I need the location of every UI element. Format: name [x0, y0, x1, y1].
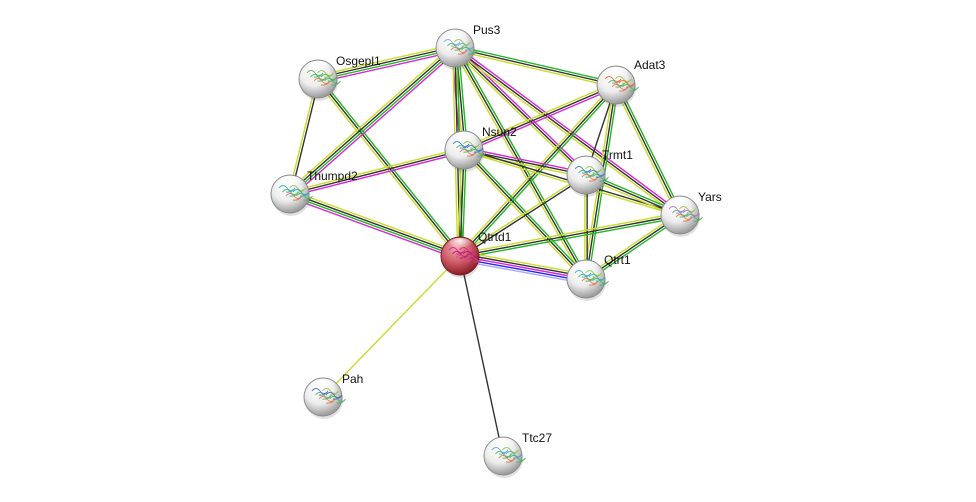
edge-thumpd2-qtrtd1[interactable]	[288, 190, 462, 260]
edge-pus3-thumpd2[interactable]	[287, 44, 458, 198]
edge-evidence-experiments	[464, 86, 618, 153]
edge-evidence-experiments	[288, 196, 460, 260]
node-gloss	[450, 131, 478, 148]
node-ttc27[interactable]: Ttc27	[483, 431, 552, 478]
edge-evidence-neighborhood	[460, 216, 681, 259]
node-pus3[interactable]: Pus3	[435, 23, 501, 70]
edge-evidence-neighborhood	[617, 83, 683, 215]
node-trmt1[interactable]: Trmt1	[566, 148, 633, 197]
node-label-yars: Yars	[698, 190, 722, 204]
edge-evidence-textmining	[457, 82, 615, 255]
node-pah[interactable]: Pah	[303, 372, 363, 419]
edge-qtrtd1-qtrt1[interactable]	[459, 250, 587, 285]
node-gloss	[276, 175, 304, 192]
edge-evidence-experiments	[290, 151, 465, 197]
node-label-adat3: Adat3	[634, 58, 666, 72]
edges-layer	[287, 43, 683, 457]
edge-evidence-textmining	[317, 43, 455, 77]
node-gloss	[489, 437, 517, 454]
edge-evidence-coexpression	[459, 214, 681, 257]
node-gloss	[446, 237, 474, 254]
node-label-qtrt1: Qtrt1	[604, 253, 631, 267]
node-label-osgepl1: Osgepl1	[336, 54, 381, 68]
node-gloss	[309, 378, 337, 395]
edge-evidence-coexpression	[454, 47, 617, 86]
node-label-thumpd2: Thumpd2	[307, 169, 358, 183]
node-label-qtrtd1: Qtrtd1	[478, 230, 512, 244]
edge-evidence-textmining	[289, 147, 464, 193]
edge-evidence-coexpression	[454, 47, 681, 216]
edge-adat3-nsun2[interactable]	[462, 82, 618, 153]
edge-evidence-textmining	[459, 212, 680, 255]
node-qtrtd1[interactable]: Qtrtd1	[440, 230, 512, 278]
node-label-pus3: Pus3	[473, 23, 501, 37]
edge-pus3-yars[interactable]	[453, 45, 682, 218]
edge-evidence-coexpression	[615, 84, 681, 216]
edge-evidence-coexpression	[460, 175, 588, 258]
node-yars[interactable]: Yars	[660, 190, 722, 237]
edge-evidence-neighborhood	[290, 48, 457, 196]
node-label-ttc27: Ttc27	[522, 431, 552, 445]
edge-evidence-coexpression	[463, 84, 617, 151]
edge-qtrtd1-pah[interactable]	[322, 255, 461, 398]
edge-evidence-textmining	[287, 44, 454, 192]
node-gloss	[304, 60, 332, 77]
edge-evidence-coexpression	[288, 46, 455, 194]
node-label-pah: Pah	[342, 372, 363, 386]
edge-evidence-textmining	[453, 49, 680, 218]
edge-evidence-textmining	[322, 255, 461, 398]
edge-evidence-experiments	[455, 45, 682, 214]
edge-evidence-experiments	[318, 50, 456, 84]
edge-osgepl1-thumpd2[interactable]	[288, 78, 320, 195]
node-gloss	[602, 66, 630, 83]
edge-evidence-coexpression	[459, 255, 504, 457]
edge-evidence-textmining	[462, 82, 616, 149]
edge-evidence-coexpression	[290, 192, 461, 256]
edge-evidence-textmining	[613, 85, 679, 217]
edge-evidence-coexpression	[317, 78, 461, 257]
edge-evidence-textmining	[463, 151, 586, 178]
edge-evidence-experiments	[291, 50, 458, 198]
edge-nsun2-thumpd2[interactable]	[289, 147, 465, 197]
edge-evidence-cooccurrence	[459, 257, 586, 282]
node-gloss	[666, 196, 694, 213]
edge-evidence-coexpression	[463, 149, 587, 280]
node-adat3[interactable]: Adat3	[596, 58, 666, 107]
edge-adat3-yars[interactable]	[613, 83, 683, 217]
edge-pus3-adat3[interactable]	[454, 45, 617, 88]
edge-qtrtd1-ttc27[interactable]	[459, 255, 504, 457]
edge-evidence-neighborhood	[455, 45, 617, 84]
node-thumpd2[interactable]: Thumpd2	[270, 169, 358, 216]
edge-evidence-textmining	[290, 190, 462, 254]
edge-evidence-neighborhood	[318, 48, 456, 81]
node-gloss	[572, 260, 600, 277]
edge-evidence-textmining	[454, 49, 616, 88]
edge-evidence-textmining	[288, 78, 318, 194]
edge-evidence-coexpression	[460, 253, 587, 278]
edge-evidence-coexpression	[290, 79, 320, 195]
edge-trmt1-qtrtd1[interactable]	[458, 173, 588, 258]
edge-yars-qtrtd1[interactable]	[459, 212, 681, 259]
node-gloss	[572, 156, 600, 173]
edge-evidence-experiments	[464, 147, 587, 174]
node-gloss	[441, 29, 469, 46]
node-label-nsun2: Nsun2	[482, 125, 517, 139]
edge-evidence-coexpression	[317, 46, 455, 79]
node-nsun2[interactable]: Nsun2	[444, 125, 517, 172]
edge-evidence-neighborhood	[289, 194, 460, 258]
node-osgepl1[interactable]: Osgepl1	[298, 54, 381, 101]
node-label-trmt1: Trmt1	[602, 148, 633, 162]
edge-evidence-textmining	[458, 173, 586, 256]
edge-evidence-textmining	[460, 250, 587, 276]
edge-evidence-homology	[459, 259, 586, 285]
edge-osgepl1-pus3[interactable]	[317, 43, 456, 84]
edge-evidence-coexpression	[454, 47, 587, 176]
node-qtrt1[interactable]: Qtrt1	[566, 253, 631, 301]
edge-evidence-coexpression	[289, 149, 465, 195]
edge-evidence-neighborhood	[465, 147, 589, 278]
edge-evidence-textmining	[452, 49, 585, 178]
